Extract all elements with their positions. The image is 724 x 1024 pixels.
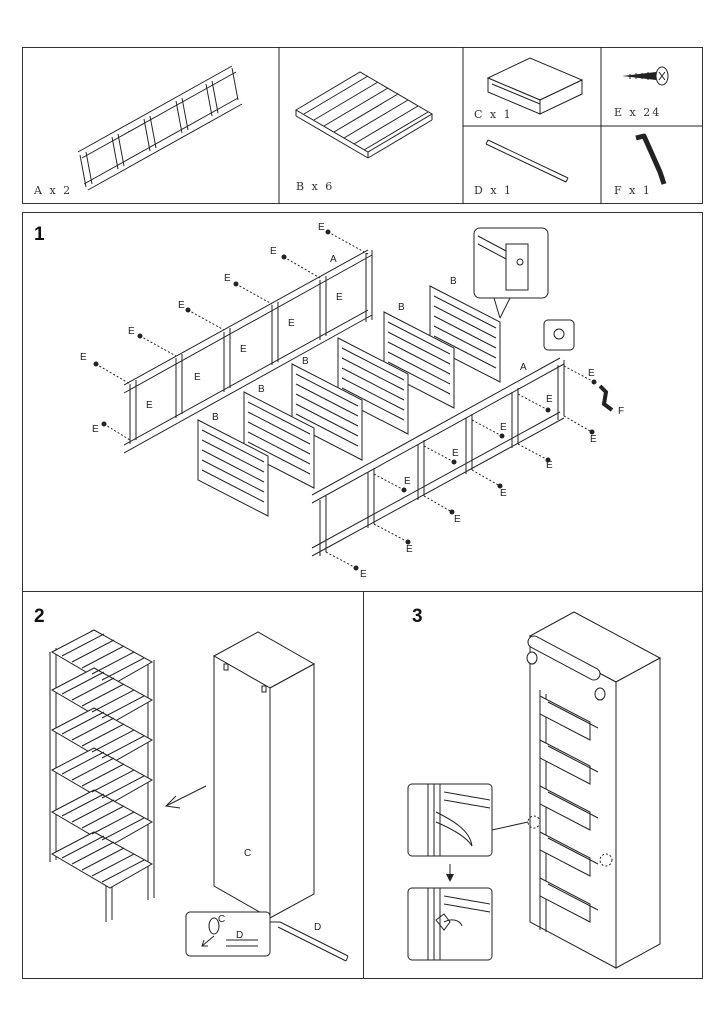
frame-a-front (311, 357, 565, 557)
rod-d (277, 921, 349, 962)
callout-e: E (500, 488, 507, 499)
step-1-diagram: E E E E E E E E E E E E E E E E E E E E … (80, 222, 624, 580)
step-1-number: 1 (34, 224, 45, 245)
callout-e: E (452, 448, 459, 459)
callout-a: A (520, 362, 527, 373)
callout-f: F (618, 406, 624, 417)
part-a-label: A x 2 (34, 184, 73, 197)
part-d-rod-icon (485, 139, 569, 183)
part-f-hex-key-icon (635, 133, 667, 185)
callout-e: E (288, 318, 295, 329)
parts-table-grid (278, 47, 703, 204)
detail-bubble-strap-tied (407, 887, 493, 961)
step-2-number: 2 (34, 606, 45, 627)
callout-e: E (240, 344, 247, 355)
callout-e: E (546, 460, 553, 471)
callout-e: E (588, 368, 595, 379)
callout-d: D (314, 922, 321, 933)
callout-e: E (80, 352, 87, 363)
callout-b: B (450, 276, 457, 287)
callout-e: E (454, 514, 461, 525)
detail-bubble-strap-open (407, 783, 529, 857)
part-c-cover-icon (486, 57, 584, 115)
callout-e: E (270, 246, 277, 257)
detail-bubble-rod-insert (185, 911, 280, 957)
detail-bubble-screw-head (543, 319, 575, 351)
screws-front (325, 365, 597, 571)
callout-d: D (236, 930, 243, 941)
callout-b: B (398, 302, 405, 313)
callout-e: E (360, 569, 367, 580)
callout-c: C (218, 914, 225, 925)
callout-e: E (178, 300, 185, 311)
callout-a: A (330, 254, 337, 265)
part-a-ladder-icon (77, 65, 243, 191)
callout-e: E (500, 422, 507, 433)
part-b-label: B x 6 (296, 180, 335, 193)
part-b-shelf-icon (295, 71, 433, 159)
frame-a-rear (123, 249, 373, 454)
hex-key-f-icon (598, 384, 614, 412)
arrow-left-icon (164, 785, 207, 809)
callout-e: E (404, 476, 411, 487)
screws-rear (93, 229, 369, 441)
part-e-label: E x 24 (614, 106, 662, 119)
callout-e: E (318, 222, 325, 233)
callout-e: E (406, 544, 413, 555)
callout-b: B (212, 412, 219, 423)
detail-bubble-joint (473, 227, 549, 319)
step-3-number: 3 (412, 606, 423, 627)
callout-e: E (194, 372, 201, 383)
callout-e: E (590, 434, 597, 445)
part-d-label: D x 1 (474, 184, 514, 197)
callout-e: E (146, 400, 153, 411)
callout-e: E (546, 394, 553, 405)
part-e-screw-icon (622, 66, 669, 86)
callout-b: B (302, 356, 309, 367)
covered-shelf-unit (526, 611, 662, 969)
cover-c (212, 631, 316, 919)
callout-e: E (92, 424, 99, 435)
callout-e: E (128, 326, 135, 337)
arrow-down-icon (446, 864, 454, 882)
callout-e: E (336, 292, 343, 303)
part-f-label: F x 1 (614, 184, 652, 197)
callout-b: B (258, 384, 265, 395)
shelves-b (197, 285, 501, 517)
assembled-shelf-unit (49, 629, 155, 922)
callout-c: C (244, 848, 251, 859)
part-c-label: C x 1 (474, 108, 513, 121)
callout-e: E (224, 273, 231, 284)
